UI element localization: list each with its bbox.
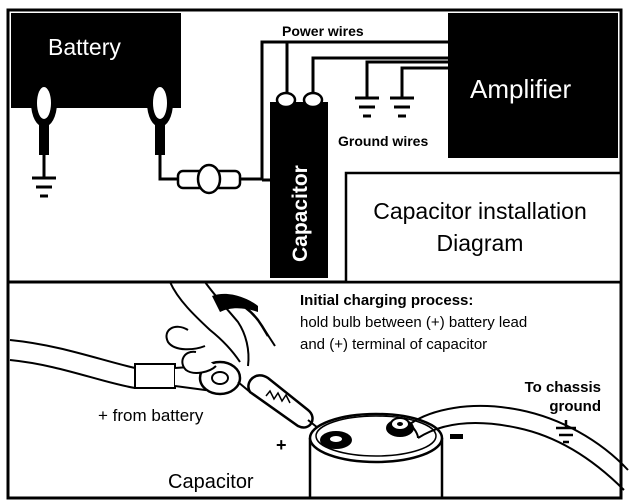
ring-terminal-hole xyxy=(211,371,229,385)
bottom-panel: Initial charging process: hold bulb betw… xyxy=(9,281,629,498)
power-wire-2 xyxy=(311,56,448,100)
power-wire-main xyxy=(240,40,448,181)
positive-terminal-hole xyxy=(330,436,342,442)
ground-wire-2 xyxy=(400,66,448,98)
charging-instruction-line-2: and (+) terminal of capacitor xyxy=(300,336,487,353)
battery-negative-terminal xyxy=(31,79,57,178)
minus-sign-label: - xyxy=(450,439,451,441)
capacitor-label: Capacitor xyxy=(289,165,312,262)
ground-symbol-1 xyxy=(355,96,379,118)
amplifier-label: Amplifier xyxy=(470,74,571,104)
lead-connector-sleeve xyxy=(134,363,176,389)
test-bulb xyxy=(237,374,319,429)
charging-instruction-line-1: hold bulb between (+) battery lead xyxy=(300,314,527,331)
bulb-filament xyxy=(265,389,291,404)
capacitor-terminal-1 xyxy=(275,91,297,109)
capacitor-can xyxy=(308,412,444,498)
battery-label: Battery xyxy=(48,34,121,60)
battery-positive-terminal xyxy=(147,79,173,155)
capacitor-body xyxy=(270,102,328,278)
charging-heading: Initial charging process: xyxy=(300,292,473,309)
power-wires-label: Power wires xyxy=(282,23,364,39)
ground-cable-lower-edge xyxy=(417,422,625,491)
from-battery-label: + from battery xyxy=(98,406,204,425)
ground-symbol-2 xyxy=(390,96,414,118)
hand-illustration xyxy=(165,281,276,374)
ground-cable-upper-edge xyxy=(409,404,629,471)
capacitor-terminal-2 xyxy=(302,91,324,109)
chassis-label-line-1: To chassis xyxy=(525,379,601,396)
capacitor-bottom-label: Capacitor xyxy=(168,471,254,493)
amplifier-body xyxy=(448,13,618,158)
minus-sign-mark xyxy=(450,434,463,439)
title-line-2: Diagram xyxy=(437,230,524,256)
ground-wires-label: Ground wires xyxy=(338,133,428,149)
chassis-ground-symbol xyxy=(556,420,576,444)
battery-lead-wire xyxy=(158,150,178,181)
fuse xyxy=(176,163,242,195)
ground-wire-1 xyxy=(365,60,448,98)
title-box xyxy=(344,171,623,284)
ground-symbol-battery xyxy=(32,176,56,198)
chassis-label-line-2: ground xyxy=(549,398,601,415)
battery-lead-lower-edge xyxy=(9,359,136,389)
top-panel: Battery xyxy=(11,13,623,284)
battery-lead-upper-edge xyxy=(9,339,136,369)
plus-sign-label: + xyxy=(276,435,287,455)
title-line-1: Capacitor installation xyxy=(373,198,587,224)
